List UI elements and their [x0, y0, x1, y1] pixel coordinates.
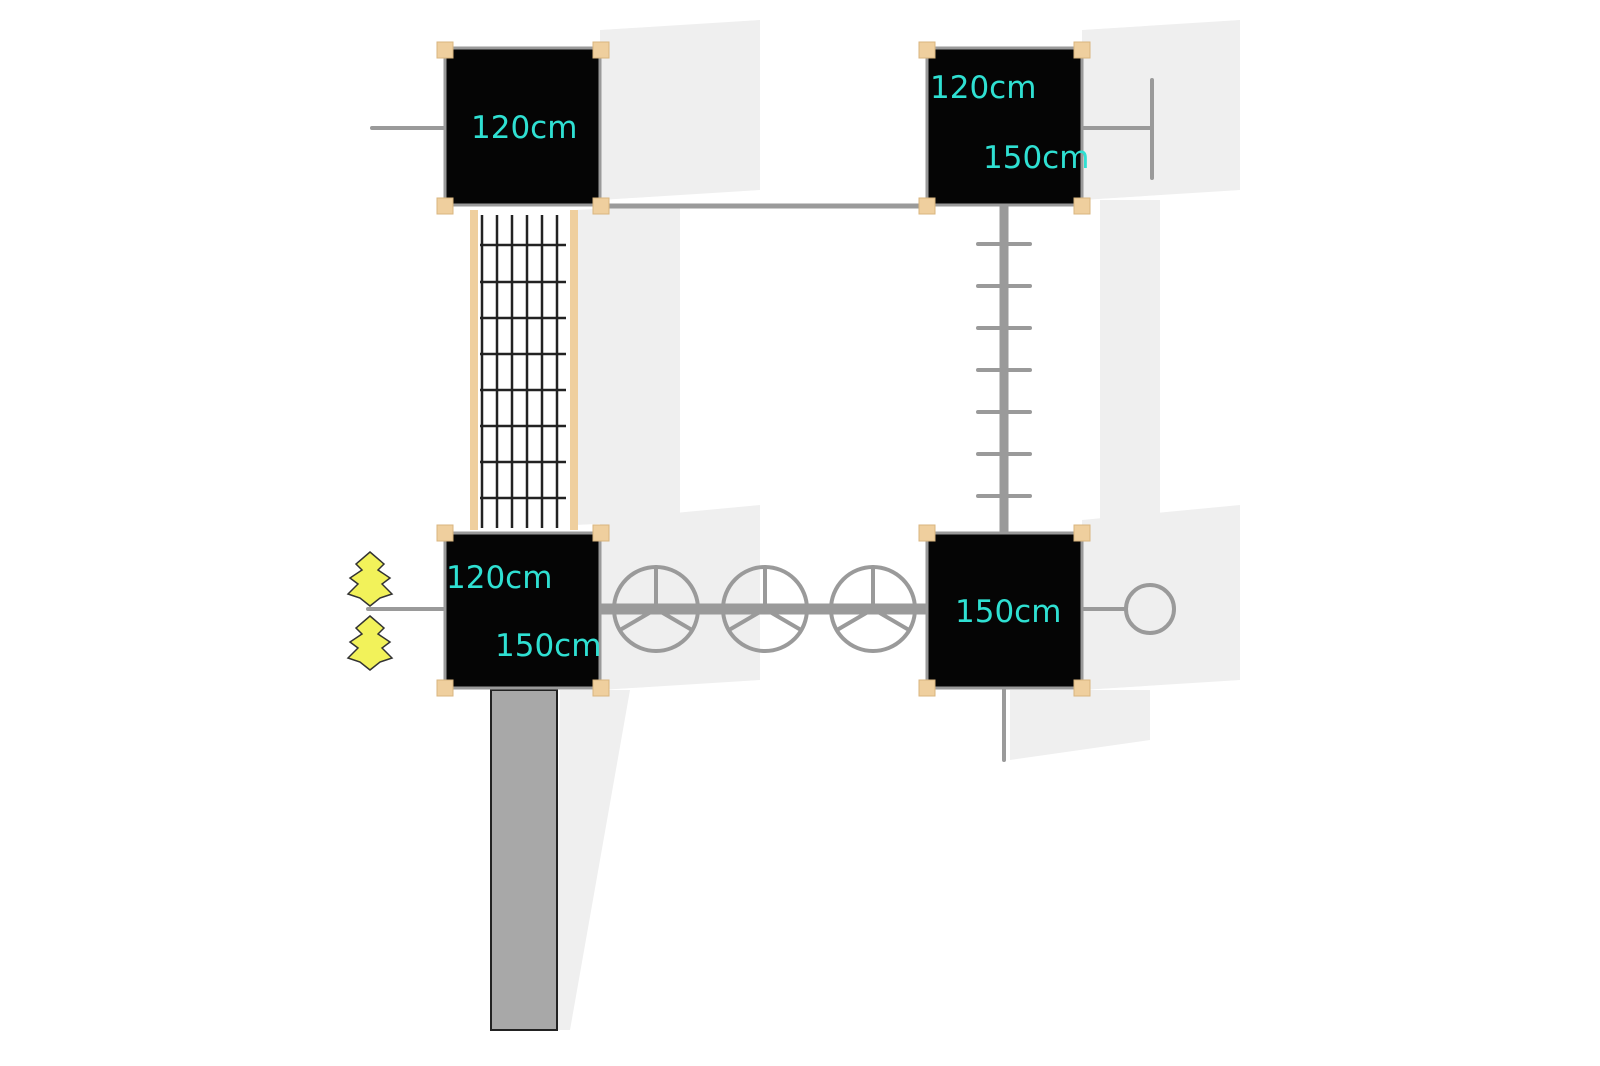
platform-top-right: 120cm 150cm: [925, 46, 1089, 207]
height-label: 120cm: [471, 110, 577, 146]
steel-bars: [366, 78, 1176, 762]
height-label: 120cm: [446, 560, 552, 596]
height-label: 150cm: [955, 594, 1061, 630]
leaf-panels: [346, 551, 394, 671]
slide: [490, 689, 558, 1031]
height-label: 120cm: [930, 70, 1036, 106]
net-bridge: [470, 210, 578, 530]
ring-handles: [612, 565, 917, 653]
platform-bottom-left: 120cm 150cm: [443, 531, 602, 690]
height-label: 150cm: [495, 628, 601, 664]
posts: [436, 41, 1091, 697]
platform-bottom-right: 150cm: [925, 531, 1084, 690]
height-label: 150cm: [983, 140, 1089, 176]
platform-top-left: 120cm: [443, 46, 602, 207]
shadows: [555, 20, 1240, 1030]
